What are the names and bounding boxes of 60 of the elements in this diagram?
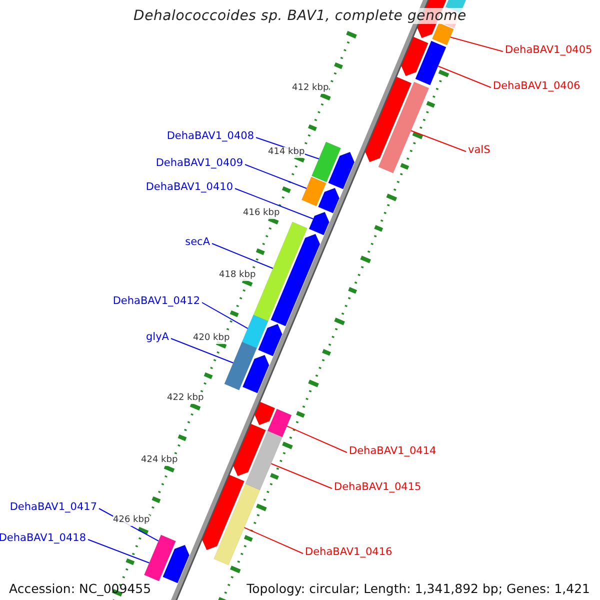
gene-label: DehaBAV1_0409 <box>156 157 243 170</box>
leader-line <box>202 302 248 329</box>
gene-label: DehaBAV1_0418 <box>0 532 86 545</box>
gene-label: DehaBAV1_0415 <box>334 481 422 494</box>
scale-label: 412 kbp <box>292 83 329 94</box>
gene-bar <box>245 430 283 490</box>
gene-label: DehaBAV1_0417 <box>10 501 97 514</box>
gene-label: secA <box>185 236 210 249</box>
gene-label: DehaBAV1_0416 <box>305 546 392 559</box>
scale-label: 414 kbp <box>268 147 305 158</box>
gene-segment <box>258 324 282 356</box>
scale-label: 418 kbp <box>219 270 256 281</box>
gene-label: DehaBAV1_0405 <box>505 44 592 57</box>
gene-segment <box>202 474 245 550</box>
gene-label: DehaBAV1_0412 <box>112 295 200 308</box>
leader-line <box>212 243 274 269</box>
gene-label: valS <box>468 144 490 157</box>
footer-text: Accession: NC_009455 <box>9 581 152 596</box>
leader-line <box>244 527 304 554</box>
gene-bar <box>311 142 342 182</box>
gene-bar <box>144 534 176 582</box>
gene-segment <box>270 234 320 326</box>
gene-bar <box>224 342 258 390</box>
gene-segment <box>233 424 266 476</box>
scale-label: 424 kbp <box>141 455 178 466</box>
leader-line <box>234 188 314 220</box>
gene-label: DehaBAV1_0410 <box>146 181 233 194</box>
footer-text: Topology: circular; Length: 1,341,892 bp; Genes: 1,421 <box>246 581 590 596</box>
scale-label: 422 kbp <box>167 393 204 404</box>
gene-label: DehaBAV1_0414 <box>349 445 436 458</box>
gene-segment <box>308 212 330 236</box>
leader-line <box>88 539 150 564</box>
gene-bar <box>242 314 268 348</box>
gene-segment <box>364 76 412 162</box>
gene-segment <box>328 152 355 190</box>
leader-line <box>438 66 492 88</box>
gene-label: DehaBAV1_0406 <box>493 80 580 93</box>
gene-segment <box>162 544 190 584</box>
gene-segment <box>318 188 340 214</box>
gene-bar <box>301 176 326 206</box>
gene-label: glyA <box>146 331 169 344</box>
leader-line <box>270 463 332 489</box>
gene-bar <box>415 40 446 86</box>
gene-segment <box>254 402 276 426</box>
gene-bar <box>378 82 430 174</box>
gene-segment <box>242 354 270 394</box>
scale-label: 420 kbp <box>193 333 230 344</box>
leader-line <box>410 130 466 152</box>
gene-label: DehaBAV1_0408 <box>166 130 254 143</box>
gene-segment <box>401 36 428 76</box>
leader-line <box>170 338 234 364</box>
leader-line <box>450 36 504 52</box>
leader-line <box>244 164 307 189</box>
gene-bar <box>432 22 454 46</box>
title: Dehalococcoides sp. BAV1, complete genome <box>132 8 468 24</box>
gene-bar <box>267 408 292 438</box>
scale-label: 416 kbp <box>243 208 280 219</box>
gene-bar <box>214 484 260 566</box>
leader-line <box>286 426 348 453</box>
scale-label: 426 kbp <box>113 515 150 526</box>
